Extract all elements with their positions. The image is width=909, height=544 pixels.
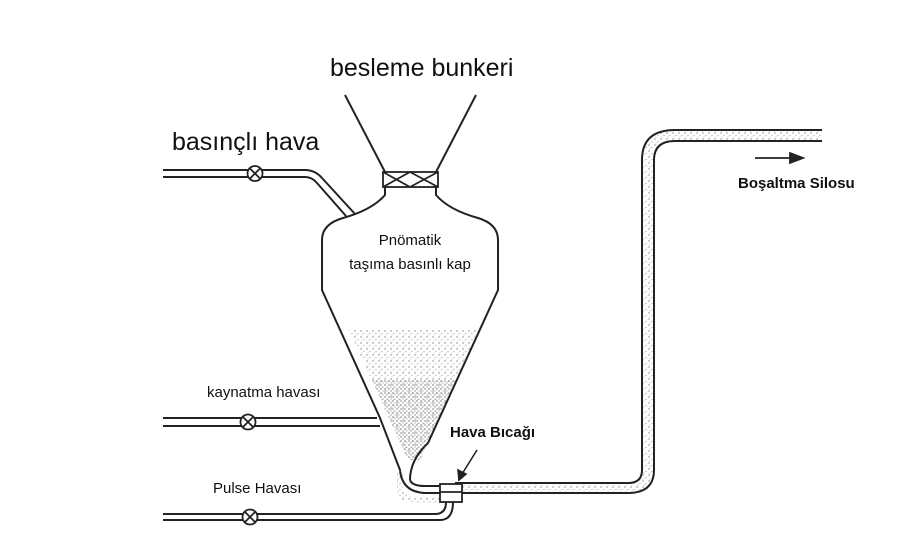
- air-knife-pointer-arrow: [457, 449, 478, 482]
- pressurized-air-valve-icon: [246, 165, 264, 182]
- pulse-air-valve-icon: [241, 508, 259, 526]
- air-knife-icon: [439, 483, 463, 503]
- pressurized-air-line: [163, 169, 356, 217]
- pulse-air-line: [163, 501, 454, 521]
- vessel-label-line2: taşıma basınlı kap: [349, 256, 471, 273]
- conveying-pipe: [397, 129, 822, 503]
- air-knife-label: Hava Bıcağı: [450, 424, 536, 441]
- discharge-silo-label: Boşaltma Silosu: [738, 175, 855, 192]
- pulse-air-label: Pulse Havası: [213, 480, 302, 497]
- hopper-valve-icon: [382, 171, 439, 188]
- hopper-label: besleme bunkeri: [330, 54, 514, 82]
- pressure-vessel: [321, 187, 499, 494]
- fluidizing-air-line: [163, 417, 380, 427]
- pressurized-air-label: basınçlı hava: [172, 128, 320, 156]
- fluidizing-air-label: kaynatma havası: [207, 384, 321, 401]
- fluidizing-air-valve-icon: [239, 413, 257, 431]
- vessel-label-line1: Pnömatik: [378, 232, 442, 249]
- feed-hopper: [344, 94, 477, 173]
- arrow-right-icon: [755, 151, 806, 165]
